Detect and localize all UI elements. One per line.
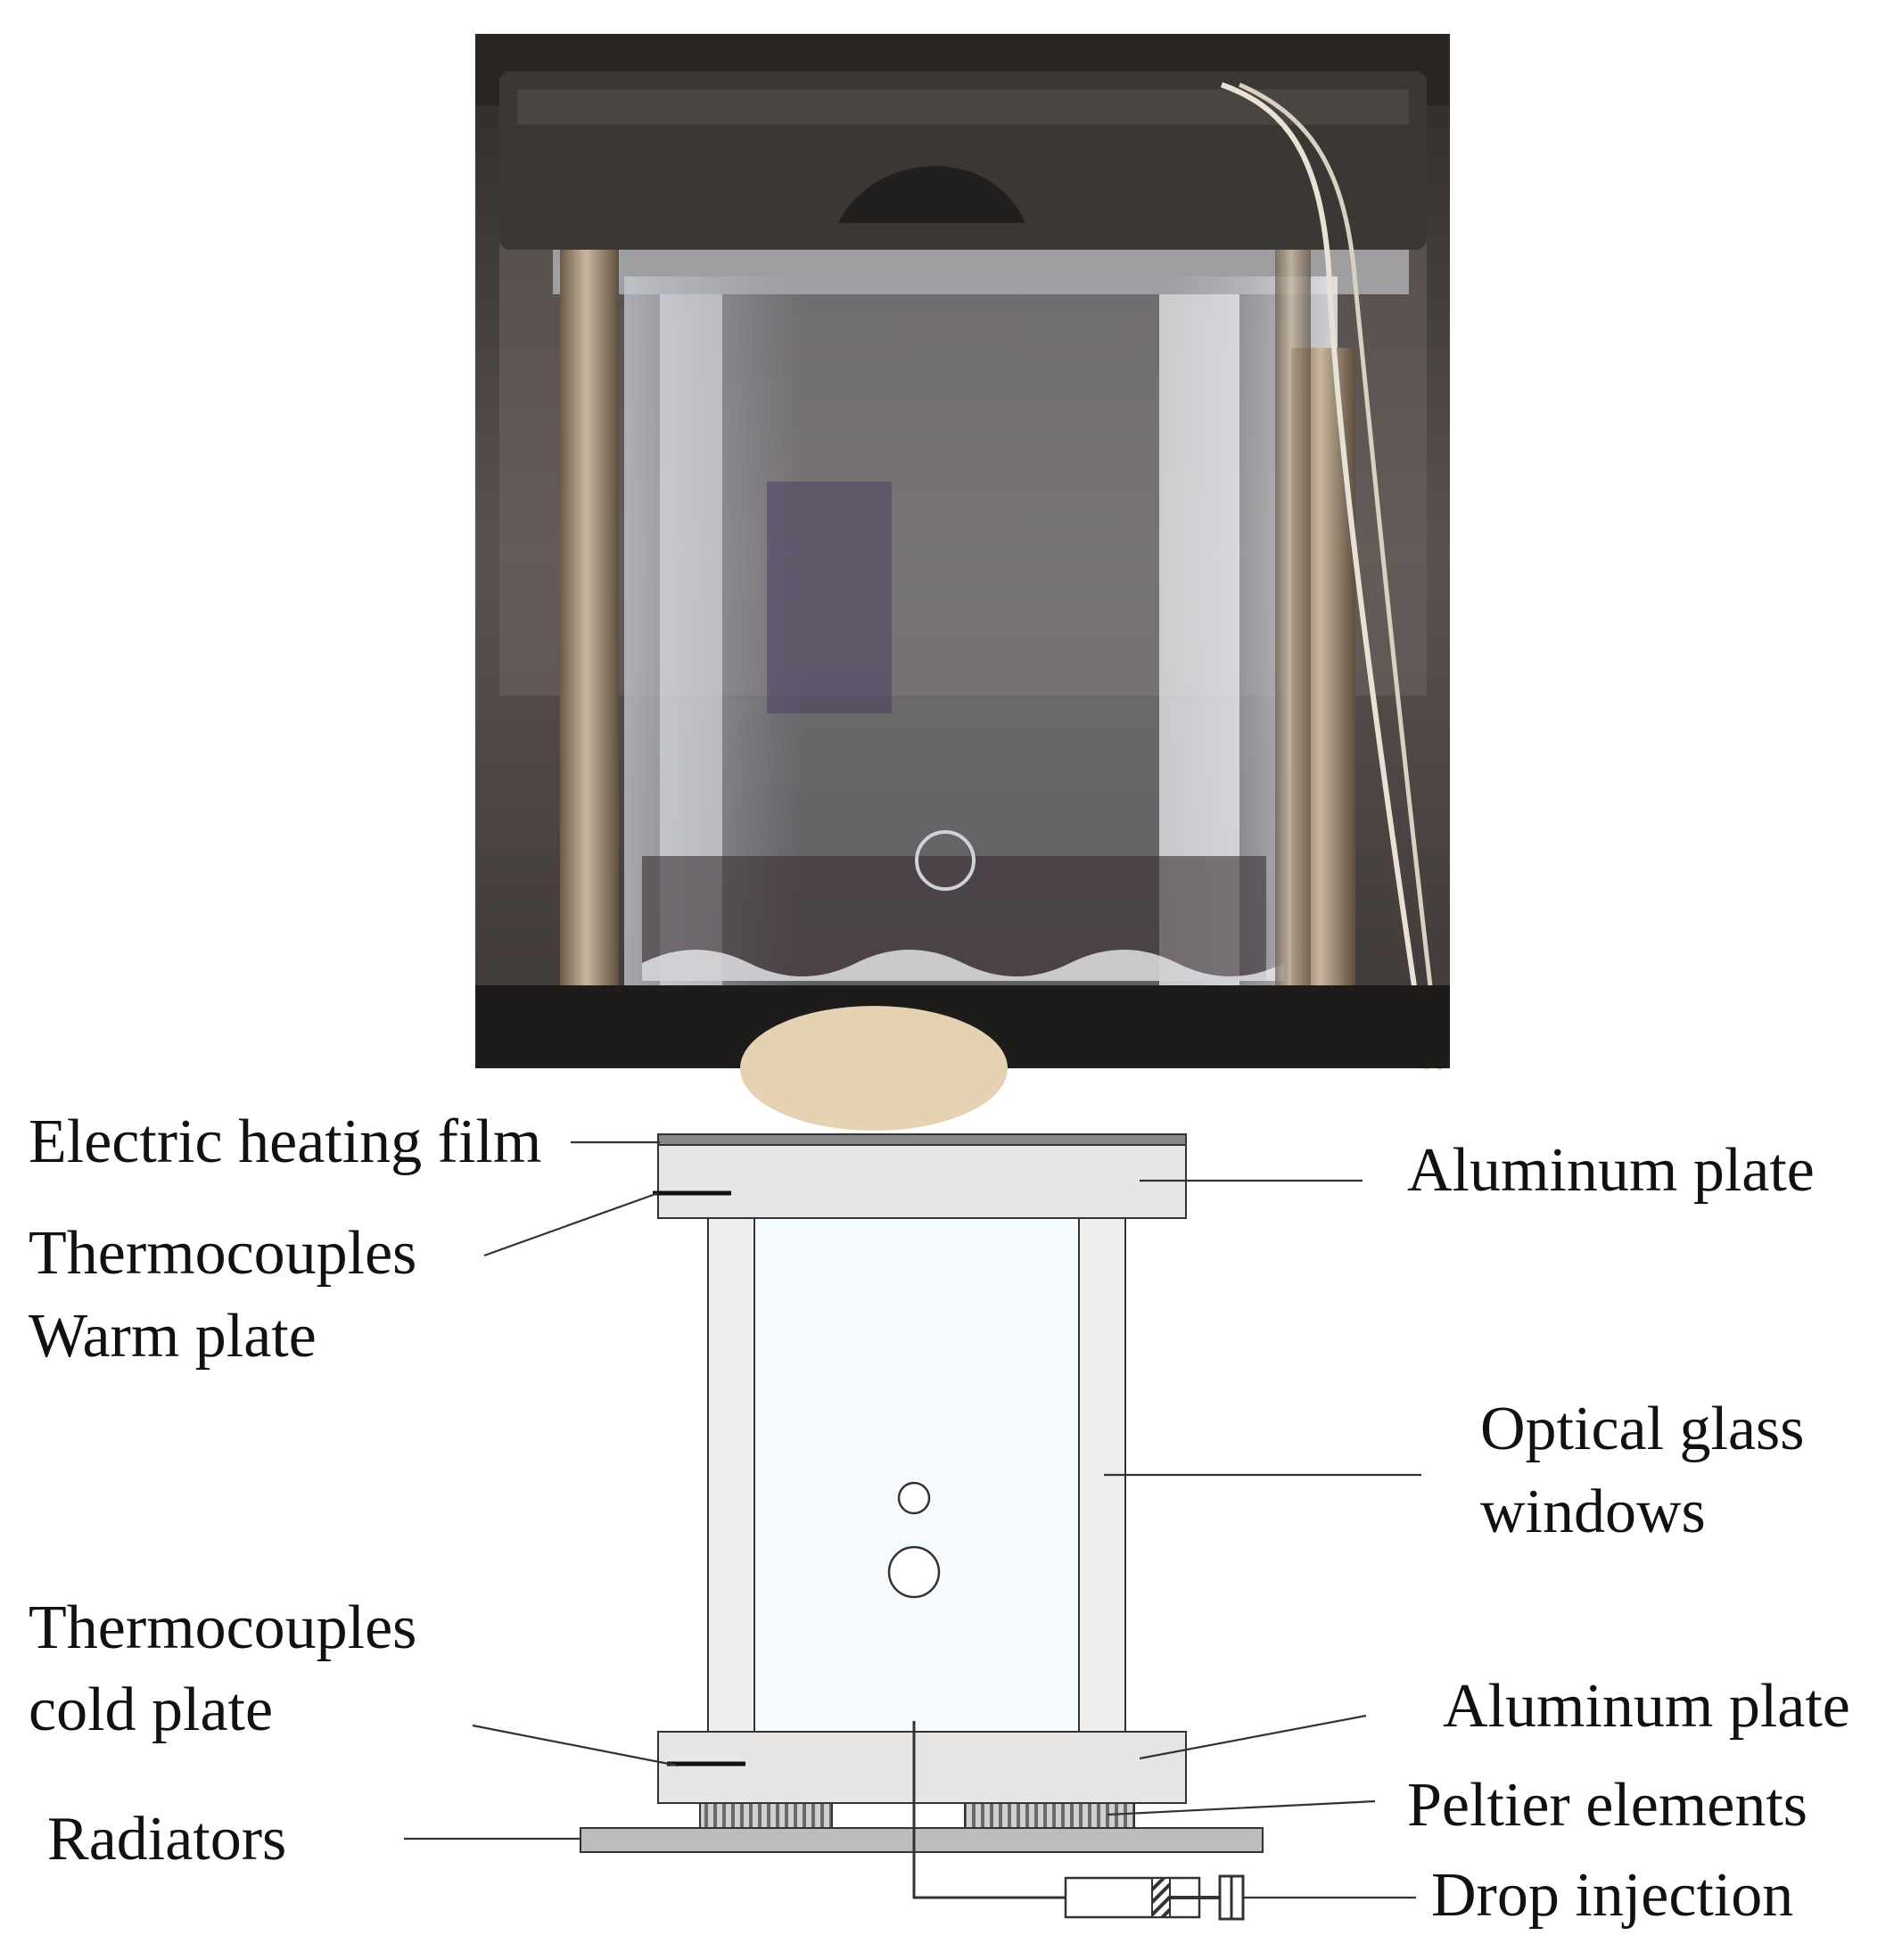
aluminum-plate-top bbox=[657, 1144, 1187, 1219]
syringe-plunger-seal bbox=[1151, 1877, 1171, 1918]
label-cold-plate: cold plate bbox=[29, 1676, 273, 1744]
label-optical-glass: Optical glass bbox=[1480, 1395, 1805, 1463]
label-peltier-elements: Peltier elements bbox=[1407, 1771, 1807, 1840]
peltier-element-left bbox=[699, 1802, 833, 1829]
label-aluminum-plate-bottom: Aluminum plate bbox=[1443, 1672, 1850, 1741]
apparatus-photo bbox=[475, 34, 1450, 1131]
label-electric-heating-film: Electric heating film bbox=[29, 1108, 541, 1176]
aluminum-plate-bottom bbox=[657, 1731, 1187, 1804]
label-thermocouples-warm: Thermocouples bbox=[29, 1219, 416, 1288]
large-drop bbox=[887, 1545, 941, 1599]
test-chamber bbox=[753, 1217, 1080, 1733]
label-warm-plate: Warm plate bbox=[29, 1302, 317, 1371]
leader-lines bbox=[404, 1141, 1421, 1899]
schematic-diagram: Electric heating film Aluminum plate The… bbox=[29, 1108, 1850, 1930]
glass-window-left bbox=[707, 1217, 755, 1733]
label-drop-injection: Drop injection bbox=[1431, 1861, 1793, 1930]
label-aluminum-plate-top: Aluminum plate bbox=[1407, 1136, 1815, 1205]
radiator bbox=[580, 1827, 1264, 1853]
label-radiators: Radiators bbox=[47, 1805, 286, 1874]
injection-tube bbox=[912, 1721, 1066, 1899]
small-drop bbox=[897, 1481, 931, 1515]
label-thermocouples-cold: Thermocouples bbox=[29, 1594, 416, 1662]
heating-film bbox=[657, 1133, 1187, 1146]
label-windows: windows bbox=[1480, 1478, 1706, 1546]
